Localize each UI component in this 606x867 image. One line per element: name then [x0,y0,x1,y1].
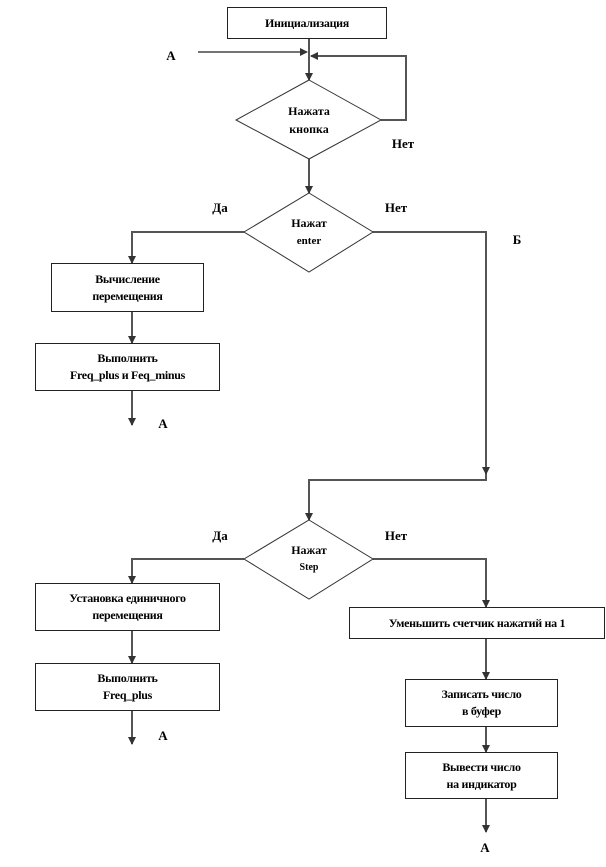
block-init: Инициализация [227,7,387,39]
block-text: Выполнить [97,351,158,365]
block-exec-plus-minus: Выполнить Freq_plus и Feq_minus [35,343,220,391]
block-exec-plus: Выполнить Freq_plus [35,663,220,711]
arrow-d2-no [373,231,490,475]
connector-a-entry: А [166,48,176,63]
block-text: Вывести число [442,759,521,774]
arrow-d2-yes [128,231,244,264]
connector-a-exit-1: А [158,416,168,431]
label-no-2: Нет [384,200,408,215]
block-write-buffer: Записать число в буфер [405,679,558,727]
decision-button-pressed [234,79,383,160]
connector-b: Б [512,232,522,247]
decision-line: Step [299,562,319,573]
block-calc-displacement: Вычисление перемещения [51,263,204,312]
loop-no-1 [310,52,407,121]
decision-enter-pressed [243,192,374,273]
arrow-to-d3 [305,474,487,521]
block-text: Выполнить [97,671,158,685]
decision-line: enter [296,235,322,247]
block-text: Freq_plus и Feq_minus [69,368,186,382]
decision-text-1: Нажата кнопка [288,102,330,138]
block-text: Установка единичного [69,591,186,605]
decision-line: Нажат [291,216,327,230]
decision-text-3: Нажат Step [291,541,327,577]
label-no-3: Нет [384,528,408,543]
connector-a-exit-3: А [480,840,490,855]
block-text: Инициализация [265,15,349,30]
decision-text-2: Нажат enter [291,214,327,250]
block-unit-displacement: Установка единичного перемещения [35,583,220,631]
block-text: Вычисление [95,271,160,286]
block-text: на индикатор [446,776,517,791]
decision-line: Нажата [288,104,330,118]
block-text: перемещения [92,288,163,303]
block-text: Уменьшить счетчик нажатий на 1 [388,615,566,630]
label-yes-3: Да [212,528,228,543]
decision-line: кнопка [289,122,329,136]
arrow-d3-no [373,558,490,608]
connector-a-exit-2: А [158,728,168,743]
block-text: в буфер [462,704,501,718]
block-text: перемещения [92,608,163,622]
block-text: Записать число [441,687,522,701]
block-decrement-counter: Уменьшить счетчик нажатий на 1 [349,607,605,639]
label-no-1: Нет [391,136,415,151]
arrow-d3-yes [128,558,244,584]
block-show-indicator: Вывести число на индикатор [405,752,558,799]
label-yes-2: Да [212,200,228,215]
decision-line: Нажат [291,543,327,557]
decision-step-pressed [243,519,374,600]
block-text: Freq_plus [102,688,153,702]
